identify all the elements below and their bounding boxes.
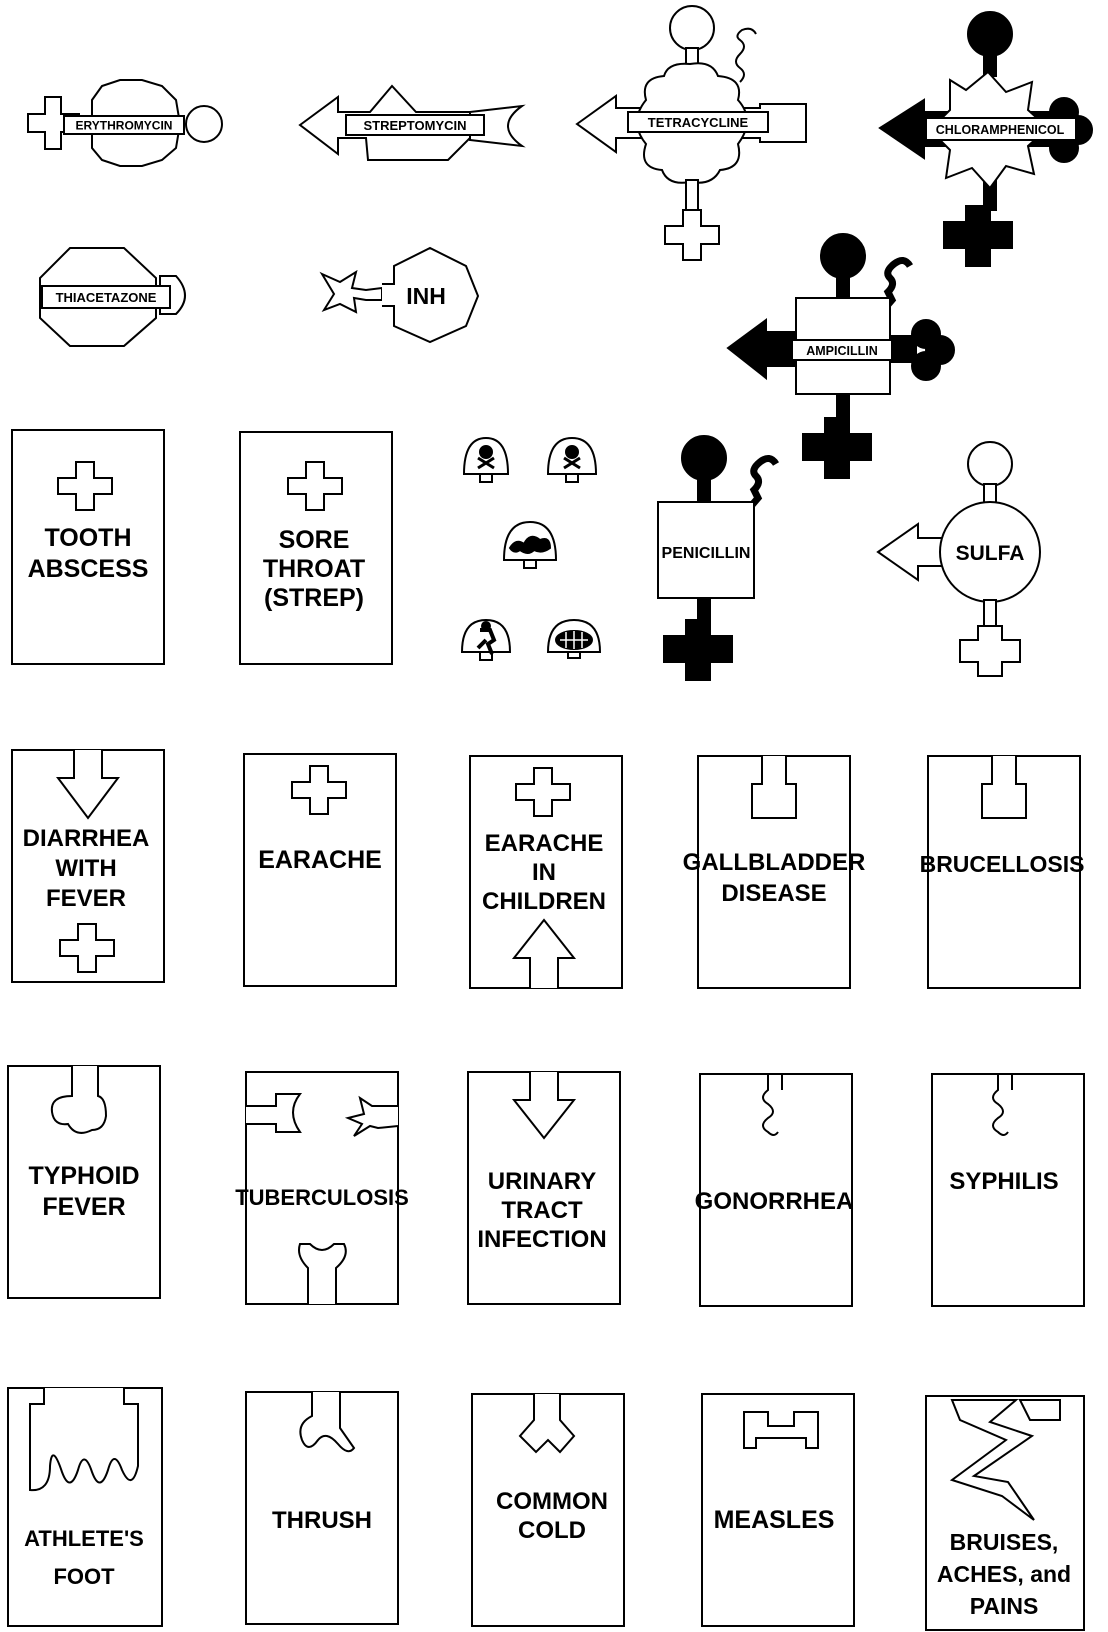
- brain-icon: [502, 520, 558, 569]
- card-text: BRUCELLOSIS: [920, 851, 1085, 877]
- disease-card-gonorrhea: GONORRHEA: [695, 1073, 854, 1307]
- sulfa-shape: SULFA: [876, 441, 1041, 677]
- ampicillin-label: AMPICILLIN: [806, 344, 878, 358]
- card-text: THRUSH: [272, 1507, 372, 1534]
- disease-card-measles: MEASLES: [701, 1393, 855, 1627]
- penicillin-label: PENICILLIN: [662, 545, 751, 562]
- inh-label: INH: [406, 283, 446, 309]
- chloramphenicol-shape: CHLORAMPHENICOL: [878, 11, 1093, 267]
- disease-card-earache: EARACHE: [243, 753, 397, 987]
- streptomycin-label: STREPTOMYCIN: [363, 118, 466, 133]
- disease-card-brucellosis: BRUCELLOSIS: [920, 755, 1085, 989]
- figure-icon: [460, 618, 512, 661]
- erythromycin-label: ERYTHROMYCIN: [76, 119, 173, 133]
- disease-card-thrush: THRUSH: [245, 1391, 399, 1625]
- card-text: TUBERCULOSIS: [235, 1185, 409, 1210]
- disease-card-tuberculosis: TUBERCULOSIS: [235, 1071, 409, 1305]
- erythromycin-shape: ERYTHROMYCIN: [27, 79, 223, 167]
- chloramphenicol-label: CHLORAMPHENICOL: [936, 123, 1065, 137]
- skull-icon: [546, 436, 598, 483]
- thiacetazone-label: THIACETAZONE: [56, 290, 157, 305]
- sulfa-label: SULFA: [956, 542, 1025, 565]
- card-text: SYPHILIS: [949, 1168, 1058, 1195]
- card-text: EARACHE: [258, 846, 382, 874]
- penicillin-shape: PENICILLIN: [657, 435, 780, 681]
- warning-icons: [460, 436, 602, 661]
- disease-card-syphilis: SYPHILIS: [931, 1073, 1085, 1307]
- card-text: MEASLES: [714, 1506, 835, 1534]
- thiacetazone-shape: THIACETAZONE: [39, 247, 186, 347]
- tetracycline-label: TETRACYCLINE: [648, 115, 749, 130]
- card-text: GONORRHEA: [695, 1188, 854, 1215]
- kidney-icon: [546, 618, 602, 659]
- inh-shape: INH: [319, 246, 480, 344]
- tetracycline-shape: TETRACYCLINE: [575, 5, 807, 261]
- skull-icon: [462, 436, 510, 483]
- ampicillin-shape: AMPICILLIN: [726, 233, 955, 479]
- streptomycin-shape: STREPTOMYCIN: [298, 84, 526, 161]
